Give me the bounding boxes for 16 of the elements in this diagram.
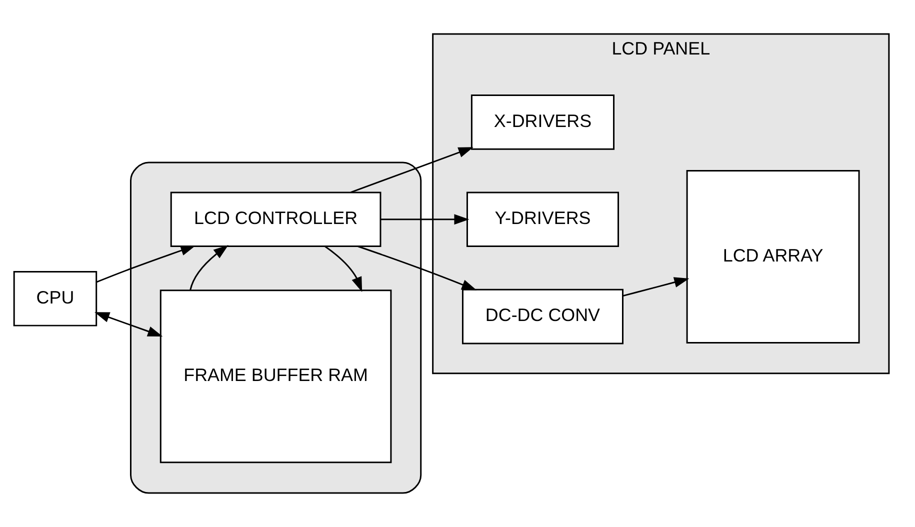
node-box: DC-DC CONV [462,288,624,344]
arrow [358,246,477,290]
arrow [380,214,470,225]
arrow [324,246,362,292]
node-box: LCD CONTROLLER [170,192,382,248]
node-box: Y-DRIVERS [466,192,620,248]
node-box: FRAME BUFFER RAM [160,290,392,464]
node-box: X-DRIVERS [470,94,615,150]
arrow [96,246,196,283]
arrow [622,277,690,297]
node-box: LCD ARRAY [686,170,860,344]
arrow [350,147,474,193]
node-box: CPU [13,270,98,326]
arrow [190,245,228,290]
arrow [94,312,163,337]
cluster [130,162,422,494]
